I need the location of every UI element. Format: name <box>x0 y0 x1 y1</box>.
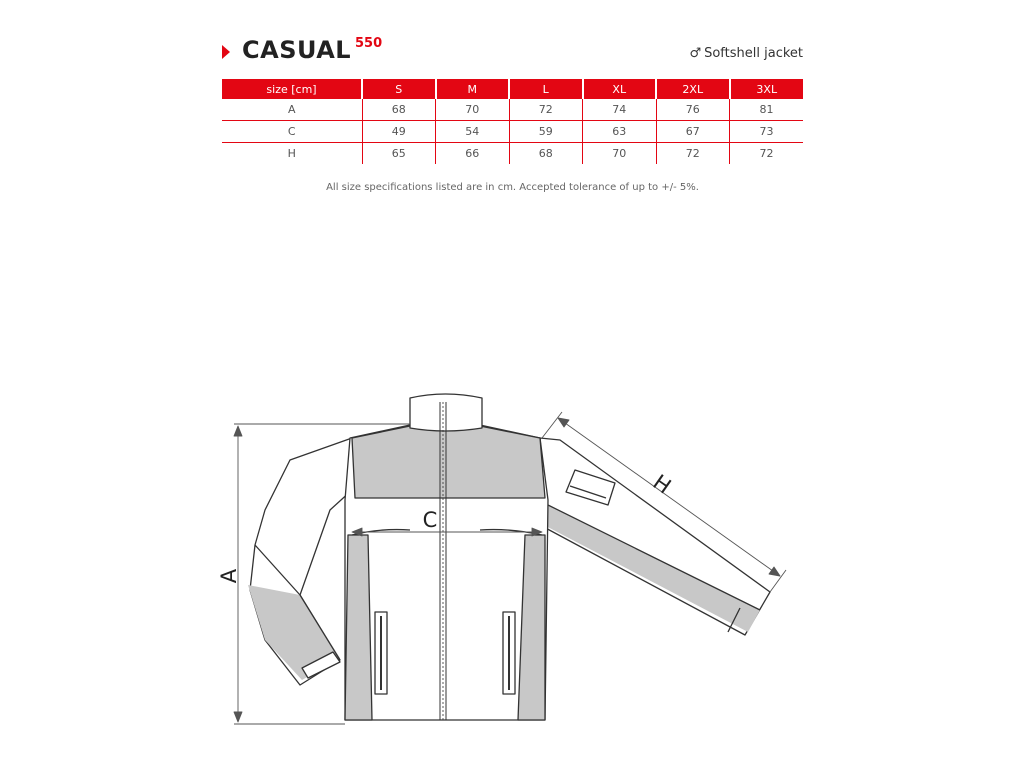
yoke-panel <box>351 425 546 499</box>
product-model-number: 550 <box>355 36 383 51</box>
product-title: CASUAL <box>242 36 352 64</box>
sleeve-pocket-zip <box>569 485 607 499</box>
table-cell: 70 <box>435 99 510 121</box>
table-cell: 72 <box>759 147 774 160</box>
right-sleeve-seam <box>547 504 761 611</box>
header-cell: M <box>435 79 510 99</box>
table-row: H 65 66 68 70 72 72 <box>222 142 803 164</box>
row-label: A <box>222 99 363 121</box>
header-cell: L <box>509 79 584 99</box>
male-symbol-icon: ♂ <box>689 46 702 61</box>
right-sleeve-panel <box>542 505 760 632</box>
table-cell: 73 <box>729 120 803 143</box>
table-cell: 74 <box>582 99 657 121</box>
product-type-label: Softshell jacket <box>704 46 803 61</box>
label-c: C <box>423 508 438 532</box>
table-cell: 59 <box>509 120 583 143</box>
header-cell: 2XL <box>656 79 731 99</box>
header-cell: S <box>362 79 437 99</box>
size-header-row: size [cm] S M L XL 2XL 3XL <box>222 79 803 99</box>
product-type: ♂Softshell jacket <box>689 46 803 61</box>
table-cell: 68 <box>362 99 436 121</box>
table-cell: 67 <box>656 120 730 143</box>
table-cell: 66 <box>435 142 510 164</box>
table-cell: 72 <box>656 142 730 164</box>
row-label: C <box>222 120 363 143</box>
left-sleeve-panel <box>248 585 340 680</box>
table-cell: 49 <box>362 120 436 143</box>
label-a: A <box>217 568 241 583</box>
product-header: CASUAL 550 ♂Softshell jacket <box>222 36 803 68</box>
left-sleeve-edge <box>254 544 341 661</box>
measurement-a <box>233 423 410 725</box>
table-cell: 72 <box>509 99 583 121</box>
title-arrow-icon <box>222 45 230 59</box>
table-row: A 68 70 72 74 76 81 <box>222 99 803 121</box>
table-cell: 54 <box>435 120 510 143</box>
table-cell: 65 <box>362 142 436 164</box>
right-cuff <box>727 607 741 633</box>
table-cell: 81 <box>729 99 803 121</box>
jacket-measurement-diagram: A C H <box>217 393 787 725</box>
left-cuff <box>301 651 341 679</box>
table-row: C 49 54 59 63 67 73 <box>222 120 803 143</box>
measurement-c <box>351 527 543 537</box>
row-label: H <box>222 142 363 164</box>
tolerance-note: All size specifications listed are in cm… <box>326 182 699 193</box>
table-cell: 76 <box>656 99 730 121</box>
center-zip <box>439 402 447 720</box>
table-cell: 68 <box>509 142 583 164</box>
size-chart-table: size [cm] S M L XL 2XL 3XL A 68 70 72 74… <box>222 79 803 164</box>
label-h: H <box>649 470 676 499</box>
header-cell: 3XL <box>729 79 803 99</box>
table-cell: 70 <box>582 142 657 164</box>
measurement-h <box>541 411 787 593</box>
header-cell: XL <box>582 79 657 99</box>
left-side-panel <box>344 534 373 721</box>
right-side-panel <box>517 534 546 721</box>
header-cell: size [cm] <box>222 79 363 99</box>
table-cell: 63 <box>582 120 657 143</box>
